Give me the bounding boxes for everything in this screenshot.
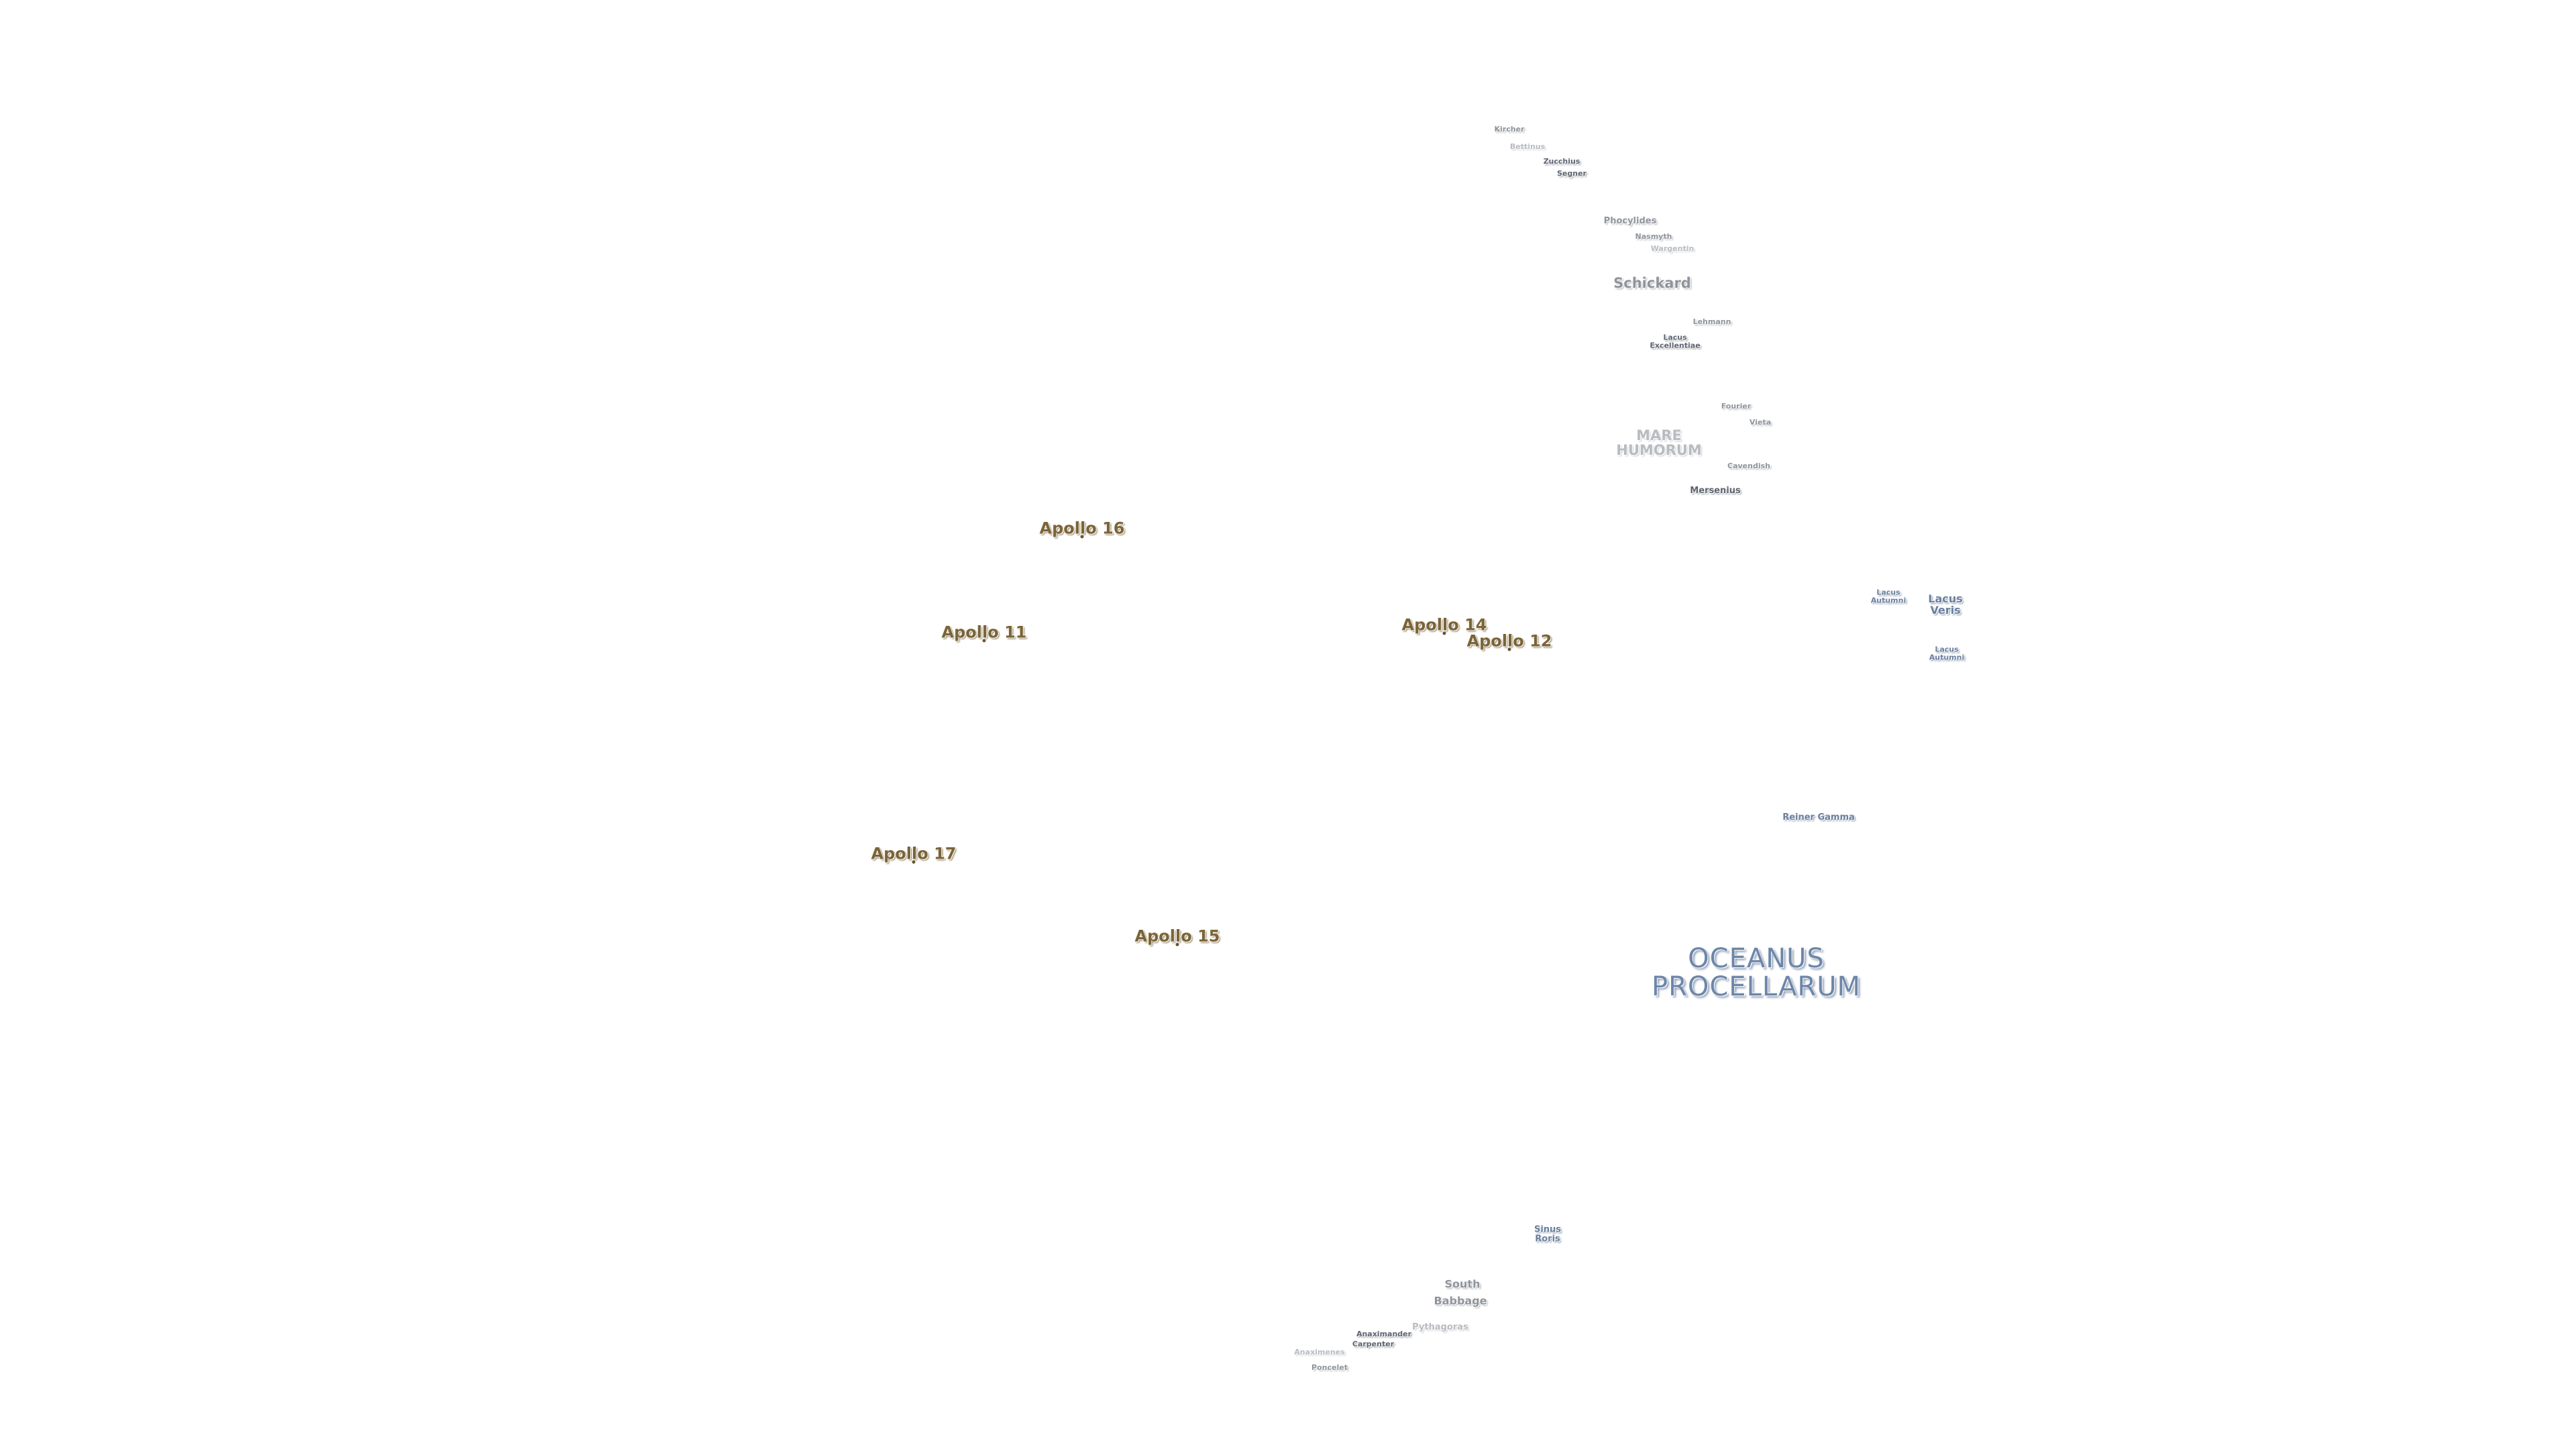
label-apollo-12[interactable]: Apollo 12 xyxy=(1466,631,1552,651)
label-sinus-roris: Sinus Roris xyxy=(1534,1224,1562,1244)
label-lacus-autumni-small: Lacus Autumni xyxy=(1870,588,1907,604)
label-vieta: Vieta xyxy=(1749,418,1772,427)
label-segner: Segner xyxy=(1557,169,1587,178)
label-carpenter: Carpenter xyxy=(1352,1340,1395,1349)
label-fourier: Fourier xyxy=(1721,402,1752,411)
label-apollo-16[interactable]: Apollo 16 xyxy=(1039,519,1125,538)
apollo-12-marker[interactable] xyxy=(1507,647,1511,651)
label-apollo-17[interactable]: Apollo 17 xyxy=(871,844,957,863)
label-south: South xyxy=(1444,1277,1481,1291)
label-phocylides: Phocylides xyxy=(1603,216,1657,227)
label-apollo-15[interactable]: Apollo 15 xyxy=(1134,926,1220,946)
apollo-14-marker[interactable] xyxy=(1442,631,1446,635)
apollo-11-marker[interactable] xyxy=(982,639,986,643)
apollo-16-marker[interactable] xyxy=(1080,535,1084,539)
label-lacus-autumni: Lacus Autumni xyxy=(1929,645,1965,661)
label-lehmann: Lehmann xyxy=(1693,317,1731,327)
label-bettinus: Bettinus xyxy=(1509,142,1546,152)
label-poncelet: Poncelet xyxy=(1311,1363,1348,1373)
label-babbage: Babbage xyxy=(1434,1294,1487,1307)
label-oceanus-procellarum: OCEANUS PROCELLARUM xyxy=(1651,943,1862,1002)
label-mare-humorum: MARE HUMORUM xyxy=(1616,427,1702,458)
label-lacus-excellentiae: Lacus Excellentiae xyxy=(1650,333,1701,350)
label-nasmyth: Nasmyth xyxy=(1635,232,1672,241)
label-lacus-veris: Lacus Veris xyxy=(1928,592,1963,616)
label-kircher: Kircher xyxy=(1494,125,1525,134)
label-zucchius: Zucchius xyxy=(1543,157,1580,166)
label-apollo-14[interactable]: Apollo 14 xyxy=(1401,615,1487,635)
apollo-15-marker[interactable] xyxy=(1175,943,1179,947)
label-apollo-11[interactable]: Apollo 11 xyxy=(941,623,1027,642)
label-anaximenes: Anaximenes xyxy=(1294,1348,1345,1357)
label-wargentin: Wargentin xyxy=(1650,244,1695,254)
label-reiner-gamma: Reiner Gamma xyxy=(1782,812,1855,823)
label-anaximander: Anaximander xyxy=(1356,1330,1412,1339)
apollo-17-marker[interactable] xyxy=(912,860,916,864)
label-pythagoras: Pythagoras xyxy=(1412,1322,1468,1333)
label-mersenius: Mersenius xyxy=(1690,486,1741,496)
label-schickard: Schickard xyxy=(1613,274,1691,291)
label-cavendish: Cavendish xyxy=(1727,462,1770,471)
